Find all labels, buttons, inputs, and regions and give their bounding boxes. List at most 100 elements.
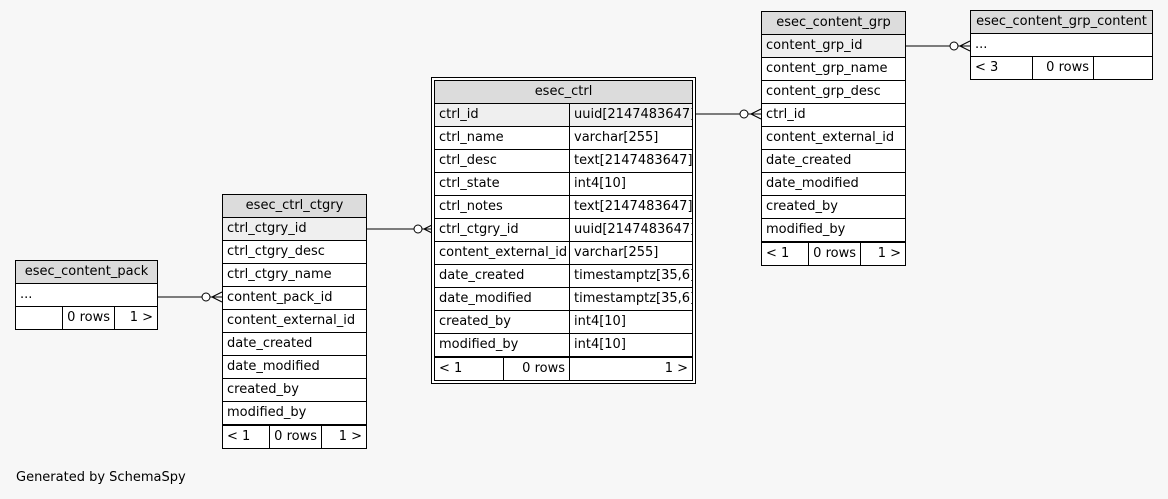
table-row[interactable]: content_external_id: [223, 310, 366, 333]
table-row[interactable]: content_grp_desc: [762, 81, 905, 104]
footer-parents: < 3: [975, 60, 999, 75]
footer-parents: < 1: [766, 246, 790, 261]
column-name: ctrl_ctgry_id: [439, 222, 519, 237]
table-title[interactable]: esec_ctrl_ctgry: [223, 195, 366, 218]
footer-rows: 0 rows: [269, 426, 321, 448]
table-row[interactable]: ctrl_ctgry_id: [223, 218, 366, 241]
footer-parents: < 1: [227, 429, 251, 444]
table-row[interactable]: ctrl_notes text[2147483647]: [435, 196, 692, 219]
table-footer: < 1 0 rows 1 >: [435, 357, 692, 380]
column-name: date_modified: [227, 359, 320, 374]
table-row[interactable]: date_modified: [762, 173, 905, 196]
table-esec-content-pack[interactable]: esec_content_pack ... 0 rows 1 >: [15, 260, 158, 330]
column-type: varchar[255]: [569, 242, 692, 264]
footer-children: [1093, 57, 1152, 79]
column-name: modified_by: [766, 222, 846, 237]
column-type: text[2147483647]: [569, 150, 692, 172]
footer-children: 1 >: [569, 358, 692, 380]
table-title[interactable]: esec_content_pack: [16, 261, 157, 284]
table-esec-ctrl-ctgry[interactable]: esec_ctrl_ctgry ctrl_ctgry_id ctrl_ctgry…: [222, 194, 367, 449]
table-row[interactable]: date_created: [223, 333, 366, 356]
table-row[interactable]: ctrl_ctgry_id uuid[2147483647]: [435, 219, 692, 242]
column-name: ctrl_id: [766, 107, 806, 122]
table-footer: < 1 0 rows 1 >: [223, 425, 366, 448]
relationship-ctrl-content-grp: [695, 108, 762, 120]
table-row[interactable]: ctrl_desc text[2147483647]: [435, 150, 692, 173]
column-name: date_created: [439, 268, 525, 283]
relationship-ctgry-ctrl: [367, 223, 435, 235]
column-name: content_pack_id: [227, 290, 333, 305]
table-row[interactable]: ...: [16, 284, 157, 307]
table-row[interactable]: modified_by: [223, 402, 366, 425]
column-name: modified_by: [439, 337, 519, 352]
column-type: uuid[2147483647]: [569, 219, 692, 241]
column-name: modified_by: [227, 405, 307, 420]
footer-parents: < 1: [439, 361, 463, 376]
column-name: ctrl_ctgry_desc: [227, 244, 325, 259]
column-type: timestamptz[35,6]: [569, 265, 692, 287]
table-footer: 0 rows 1 >: [16, 307, 157, 329]
column-name: content_grp_desc: [766, 84, 881, 99]
table-row[interactable]: ...: [971, 34, 1152, 57]
column-name: ctrl_name: [439, 130, 504, 145]
table-row[interactable]: date_modified: [223, 356, 366, 379]
table-title[interactable]: esec_content_grp: [762, 12, 905, 35]
table-row[interactable]: ctrl_id: [762, 104, 905, 127]
column-name: date_modified: [439, 291, 532, 306]
footer-rows: 0 rows: [808, 243, 860, 265]
table-row[interactable]: content_external_id: [762, 127, 905, 150]
relationship-content-pack-ctgry: [158, 291, 223, 303]
column-type: text[2147483647]: [569, 196, 692, 218]
column-name: created_by: [227, 382, 299, 397]
column-name: content_external_id: [227, 313, 356, 328]
table-row[interactable]: content_grp_id: [762, 35, 905, 58]
table-row[interactable]: created_by: [223, 379, 366, 402]
relationship-content-grp-content: [906, 40, 971, 52]
table-row[interactable]: date_created timestamptz[35,6]: [435, 265, 692, 288]
column-type: timestamptz[35,6]: [569, 288, 692, 310]
column-name: ctrl_id: [439, 107, 479, 122]
table-row[interactable]: content_grp_name: [762, 58, 905, 81]
column-name: content_external_id: [766, 130, 895, 145]
column-type: varchar[255]: [569, 127, 692, 149]
column-name: ctrl_notes: [439, 199, 503, 214]
column-type: int4[10]: [569, 173, 692, 195]
table-title[interactable]: esec_ctrl: [435, 81, 692, 104]
table-row[interactable]: ctrl_name varchar[255]: [435, 127, 692, 150]
table-row[interactable]: content_pack_id: [223, 287, 366, 310]
footer-rows: 0 rows: [62, 307, 114, 329]
column-name: date_created: [766, 153, 852, 168]
column-name: date_modified: [766, 176, 859, 191]
table-row[interactable]: date_modified timestamptz[35,6]: [435, 288, 692, 311]
table-title[interactable]: esec_content_grp_content: [971, 11, 1152, 34]
column-name: ...: [975, 37, 988, 52]
column-type: int4[10]: [569, 311, 692, 333]
column-name: content_grp_id: [766, 38, 863, 53]
table-row[interactable]: date_created: [762, 150, 905, 173]
column-name: ctrl_ctgry_name: [227, 267, 332, 282]
table-esec-ctrl[interactable]: esec_ctrl ctrl_id uuid[2147483647] ctrl_n…: [431, 77, 696, 384]
column-type: uuid[2147483647]: [569, 104, 692, 126]
column-name: created_by: [766, 199, 838, 214]
table-row[interactable]: ctrl_ctgry_desc: [223, 241, 366, 264]
table-row[interactable]: ctrl_state int4[10]: [435, 173, 692, 196]
column-name: content_grp_name: [766, 61, 888, 76]
table-row[interactable]: ctrl_ctgry_name: [223, 264, 366, 287]
table-esec-content-grp-content[interactable]: esec_content_grp_content ... < 3 0 rows: [970, 10, 1153, 80]
table-esec-content-grp[interactable]: esec_content_grp content_grp_id content_…: [761, 11, 906, 266]
generated-by-label: Generated by SchemaSpy: [16, 470, 186, 485]
table-row[interactable]: created_by: [762, 196, 905, 219]
column-name: ctrl_desc: [439, 153, 497, 168]
table-row[interactable]: ctrl_id uuid[2147483647]: [435, 104, 692, 127]
column-name: content_external_id: [439, 245, 568, 260]
footer-rows: 0 rows: [1032, 57, 1093, 79]
footer-rows: 0 rows: [503, 358, 569, 380]
table-row[interactable]: modified_by: [762, 219, 905, 242]
column-name: ctrl_ctgry_id: [227, 221, 307, 236]
column-name: ctrl_state: [439, 176, 500, 191]
column-name: date_created: [227, 336, 313, 351]
